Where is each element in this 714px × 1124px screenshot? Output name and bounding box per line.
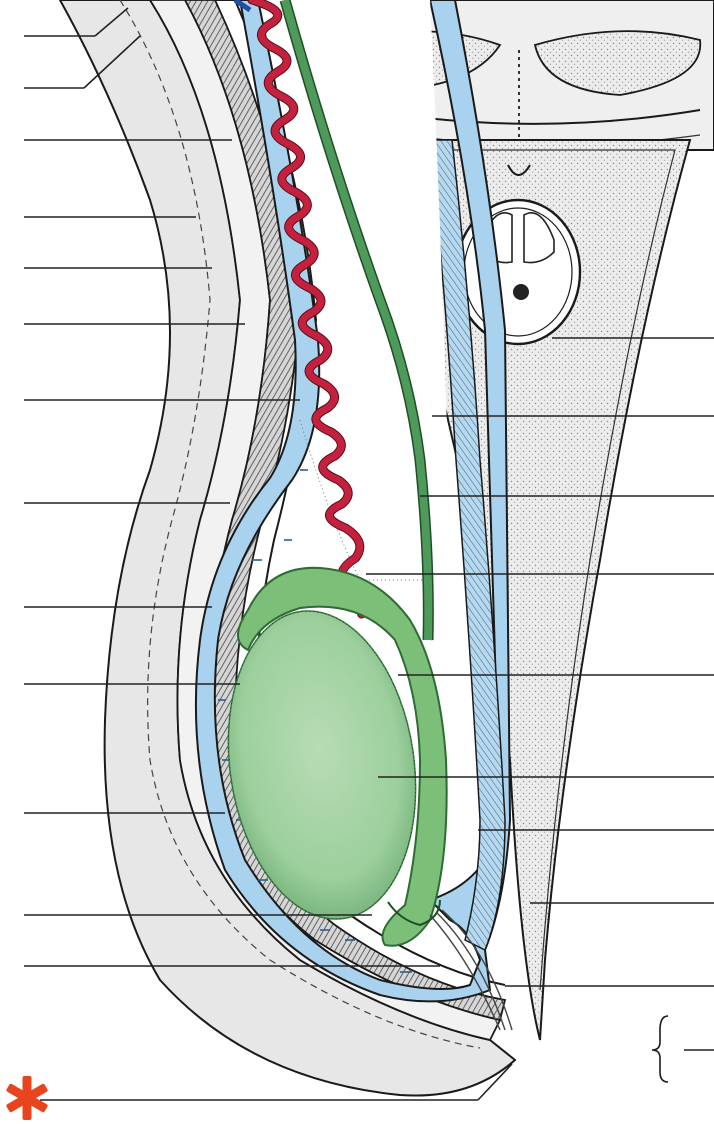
urethra: [513, 284, 529, 300]
asterisk-marker: [6, 1076, 49, 1120]
